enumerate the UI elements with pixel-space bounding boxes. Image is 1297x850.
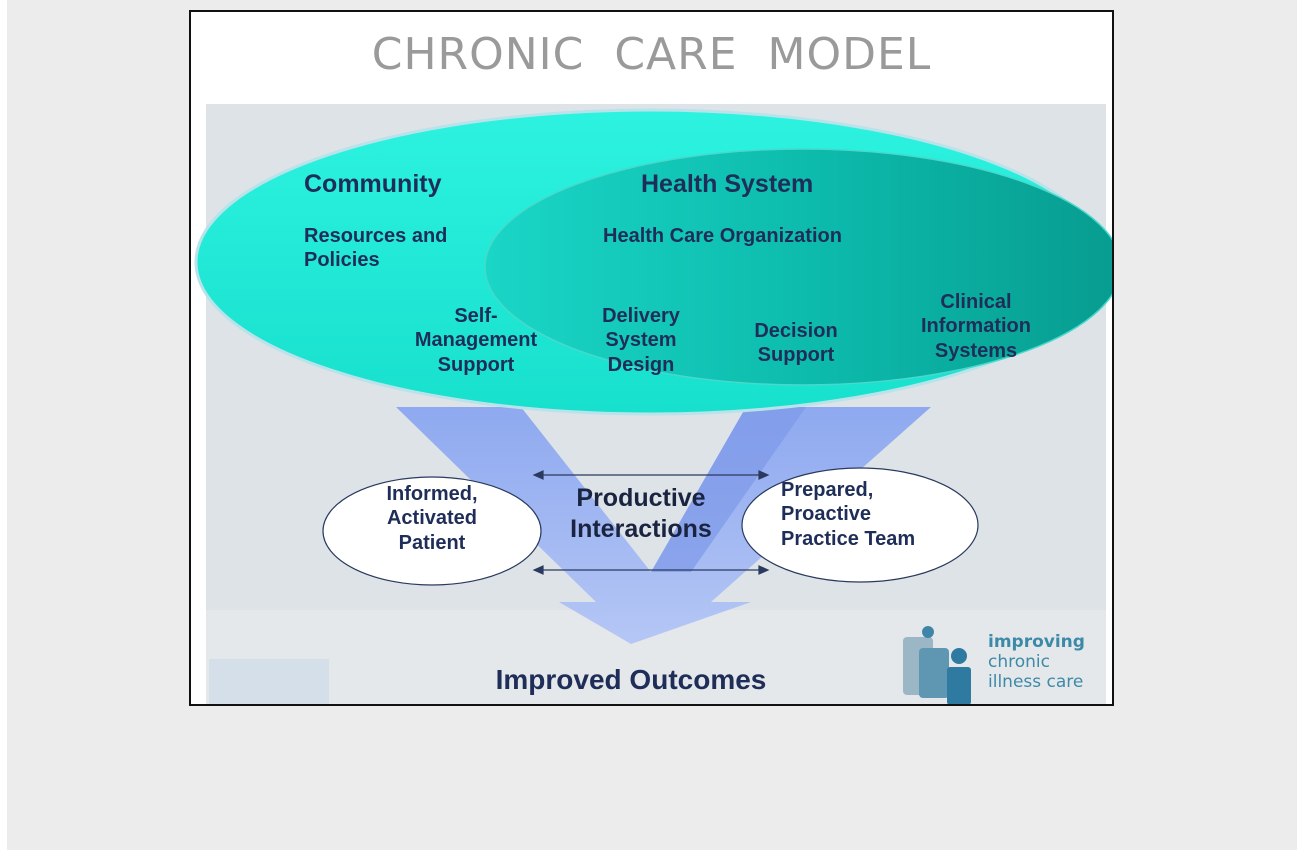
patient-ellipse (322, 476, 542, 586)
resources-policies-label: Resources and Policies (304, 225, 448, 272)
interaction-arrow-bottom (532, 565, 770, 575)
logo-text: improving chronic illness care (988, 632, 1085, 692)
arrow-shadow (651, 407, 806, 572)
decision-support-label: Decision Support (754, 320, 838, 367)
corner-placeholder (209, 659, 329, 704)
logo-line-1: improving (988, 632, 1085, 652)
health-care-organization-label: Health Care Organization (603, 225, 842, 247)
improved-outcomes-label: Improved Outcomes (495, 664, 767, 695)
slide: CHRONIC CARE MODEL (189, 10, 1114, 706)
productive-interactions-label: Productive Interactions (570, 484, 712, 543)
chronic-care-diagram (194, 104, 1112, 704)
practice-team-label: Prepared, Proactive Practice Team (781, 479, 916, 550)
patient-label: Informed, Activated Patient (386, 483, 478, 554)
clinical-information-systems-label: Clinical Information Systems (921, 291, 1031, 362)
self-management-support-label: Self- Management Support (414, 305, 538, 376)
delivery-system-design-label: Delivery System Design (602, 305, 680, 376)
logo-line-2: chronic (988, 652, 1050, 672)
interaction-arrow-top (532, 470, 770, 480)
outcome-arrow (396, 407, 931, 644)
health-system-ellipse (484, 148, 1112, 386)
logo-line-3: illness care (988, 672, 1084, 692)
team-ellipse (741, 467, 979, 583)
community-heading: Community (304, 170, 442, 198)
health-system-heading: Health System (641, 170, 814, 198)
slide-title: CHRONIC CARE MODEL (371, 29, 932, 80)
logo-icon (903, 626, 971, 704)
